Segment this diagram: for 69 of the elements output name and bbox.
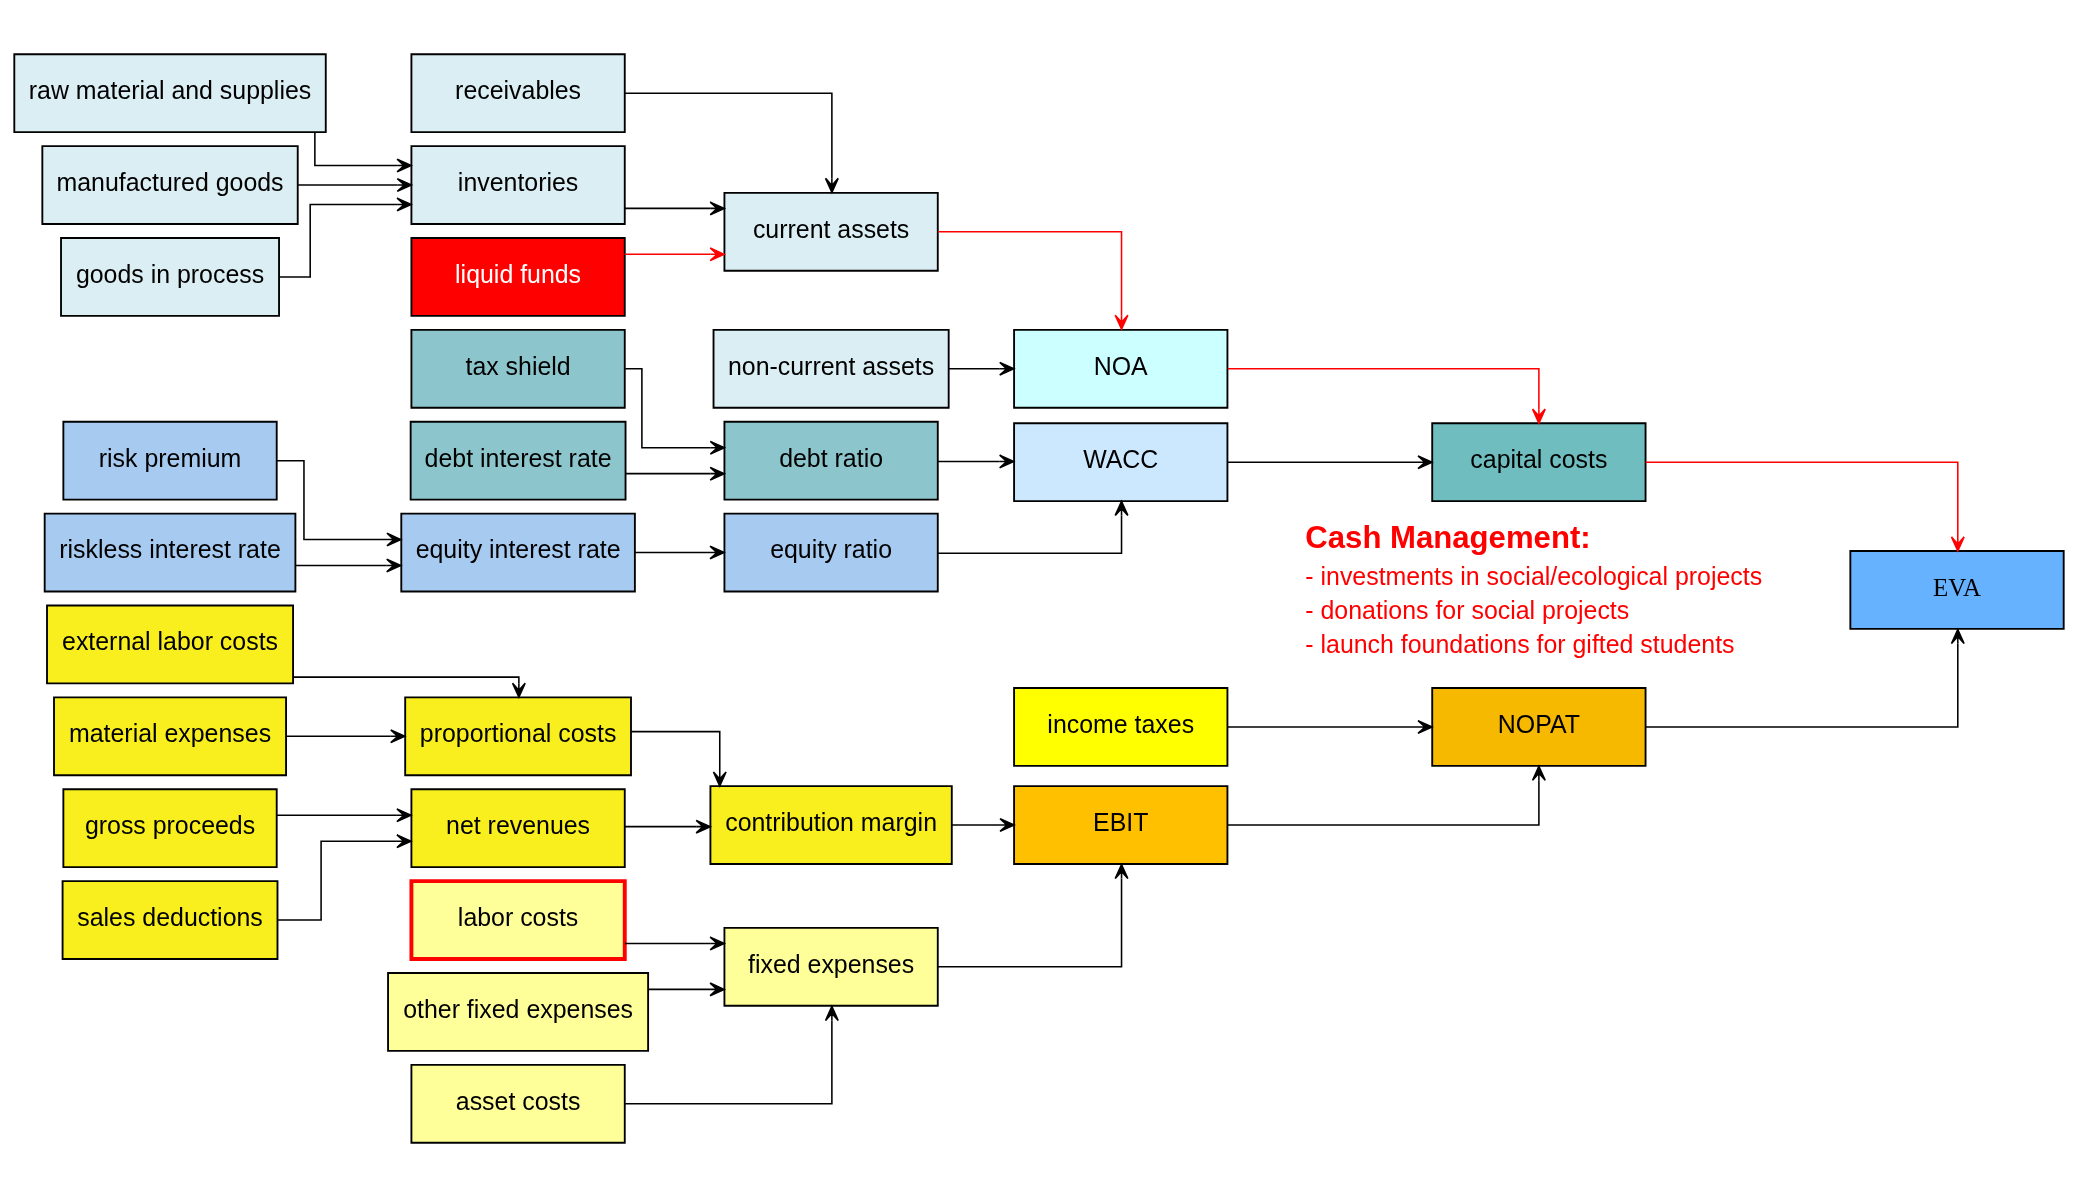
arrow bbox=[314, 131, 412, 173]
node-box: equity interest rate bbox=[400, 512, 636, 593]
arrow bbox=[624, 201, 725, 216]
arrow bbox=[634, 545, 725, 560]
node-box: WACC bbox=[1013, 422, 1229, 503]
arrow bbox=[278, 197, 412, 278]
arrow bbox=[937, 231, 1129, 330]
node-box: manufactured goods bbox=[41, 145, 299, 225]
arrow bbox=[1644, 461, 1965, 552]
node-box: goods in process bbox=[60, 237, 280, 317]
arrow bbox=[294, 558, 402, 573]
node-box: capital costs bbox=[1431, 422, 1647, 503]
arrow bbox=[276, 459, 402, 547]
node-box: NOA bbox=[1013, 328, 1229, 409]
arrow bbox=[937, 863, 1129, 968]
arrow bbox=[624, 247, 725, 262]
node-box: sales deductions bbox=[61, 880, 279, 960]
node-box: EVA bbox=[1849, 550, 2065, 630]
node-box: asset costs bbox=[410, 1063, 626, 1144]
node-box: income taxes bbox=[1013, 687, 1229, 767]
arrow bbox=[951, 818, 1015, 833]
node-box: contribution margin bbox=[709, 785, 953, 865]
node-box: debt ratio bbox=[723, 420, 939, 501]
node-box: other fixed expenses bbox=[387, 972, 650, 1052]
node-box: debt interest rate bbox=[409, 420, 627, 501]
label: Cash Management: bbox=[1305, 519, 1591, 555]
node-box: riskless interest rate bbox=[43, 512, 297, 593]
node-box: material expenses bbox=[53, 696, 287, 777]
label: - launch foundations for gifted students bbox=[1305, 630, 1735, 659]
arrow bbox=[630, 730, 727, 787]
arrow bbox=[937, 500, 1129, 555]
label: - investments in social/ecological projects bbox=[1305, 561, 1763, 590]
arrow bbox=[624, 819, 711, 834]
arrow bbox=[1227, 368, 1546, 424]
arrow bbox=[624, 1005, 839, 1105]
node-box: tax shield bbox=[410, 328, 626, 409]
arrow bbox=[647, 982, 725, 997]
arrow bbox=[625, 466, 725, 481]
node-box: external labor costs bbox=[46, 604, 294, 685]
arrow bbox=[277, 834, 412, 921]
arrow bbox=[276, 808, 412, 823]
node-box: current assets bbox=[723, 191, 939, 272]
node-box: inventories bbox=[410, 145, 626, 225]
arrow bbox=[1227, 719, 1433, 735]
arrow bbox=[624, 368, 726, 455]
node-box: receivables bbox=[410, 53, 626, 134]
node-box: liquid funds bbox=[410, 237, 626, 317]
node-box: net revenues bbox=[410, 788, 626, 869]
node-box: labor costs bbox=[409, 879, 627, 961]
arrow bbox=[937, 454, 1015, 469]
label: - donations for social projects bbox=[1305, 596, 1630, 625]
node-box: non-current assets bbox=[712, 328, 950, 409]
node-box: raw material and supplies bbox=[13, 53, 327, 134]
arrow bbox=[624, 936, 725, 951]
node-box: risk premium bbox=[62, 420, 278, 501]
node-box: gross proceeds bbox=[62, 788, 278, 869]
arrow bbox=[285, 729, 406, 744]
node-box: equity ratio bbox=[723, 512, 939, 593]
node-box: EBIT bbox=[1013, 785, 1229, 865]
arrow bbox=[948, 361, 1015, 376]
arrow bbox=[1644, 628, 1965, 728]
node-box: NOPAT bbox=[1431, 687, 1647, 767]
node-box: proportional costs bbox=[404, 696, 632, 777]
arrow bbox=[297, 177, 413, 193]
arrow bbox=[624, 92, 839, 194]
arrow bbox=[292, 676, 526, 698]
arrow bbox=[1227, 765, 1546, 826]
node-box: fixed expenses bbox=[723, 926, 939, 1007]
arrow bbox=[1227, 455, 1433, 470]
